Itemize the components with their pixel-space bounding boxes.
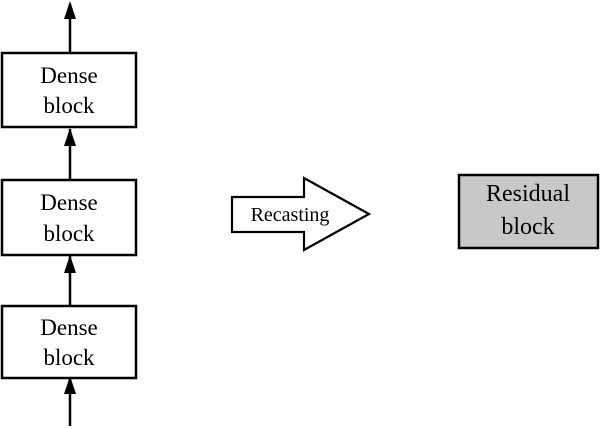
dense-block-top: Dense block <box>0 51 138 129</box>
residual-block: Residual block <box>457 173 600 250</box>
dense-block-bottom-line2: block <box>43 345 95 370</box>
dense-block-top-line1: Dense <box>40 63 97 88</box>
input-arrowhead <box>64 376 76 394</box>
dense-block-bottom: Dense block <box>0 304 138 380</box>
dense-block-top-line2: block <box>43 93 95 118</box>
recasting-arrow: Recasting <box>230 176 372 252</box>
dense-block-bottom-line1: Dense <box>40 315 97 340</box>
residual-block-line1: Residual <box>486 181 570 207</box>
dense-block-middle-line2: block <box>43 221 95 246</box>
recasting-label: Recasting <box>251 204 330 226</box>
connectors <box>64 1 76 426</box>
arrowhead-block1-to-block2 <box>64 255 76 273</box>
arrowhead-block2-to-block3 <box>64 128 76 146</box>
output-arrowhead <box>64 1 76 19</box>
dense-block-middle: Dense block <box>0 178 138 257</box>
residual-block-line2: block <box>501 214 554 240</box>
dense-block-middle-line1: Dense <box>40 190 97 215</box>
